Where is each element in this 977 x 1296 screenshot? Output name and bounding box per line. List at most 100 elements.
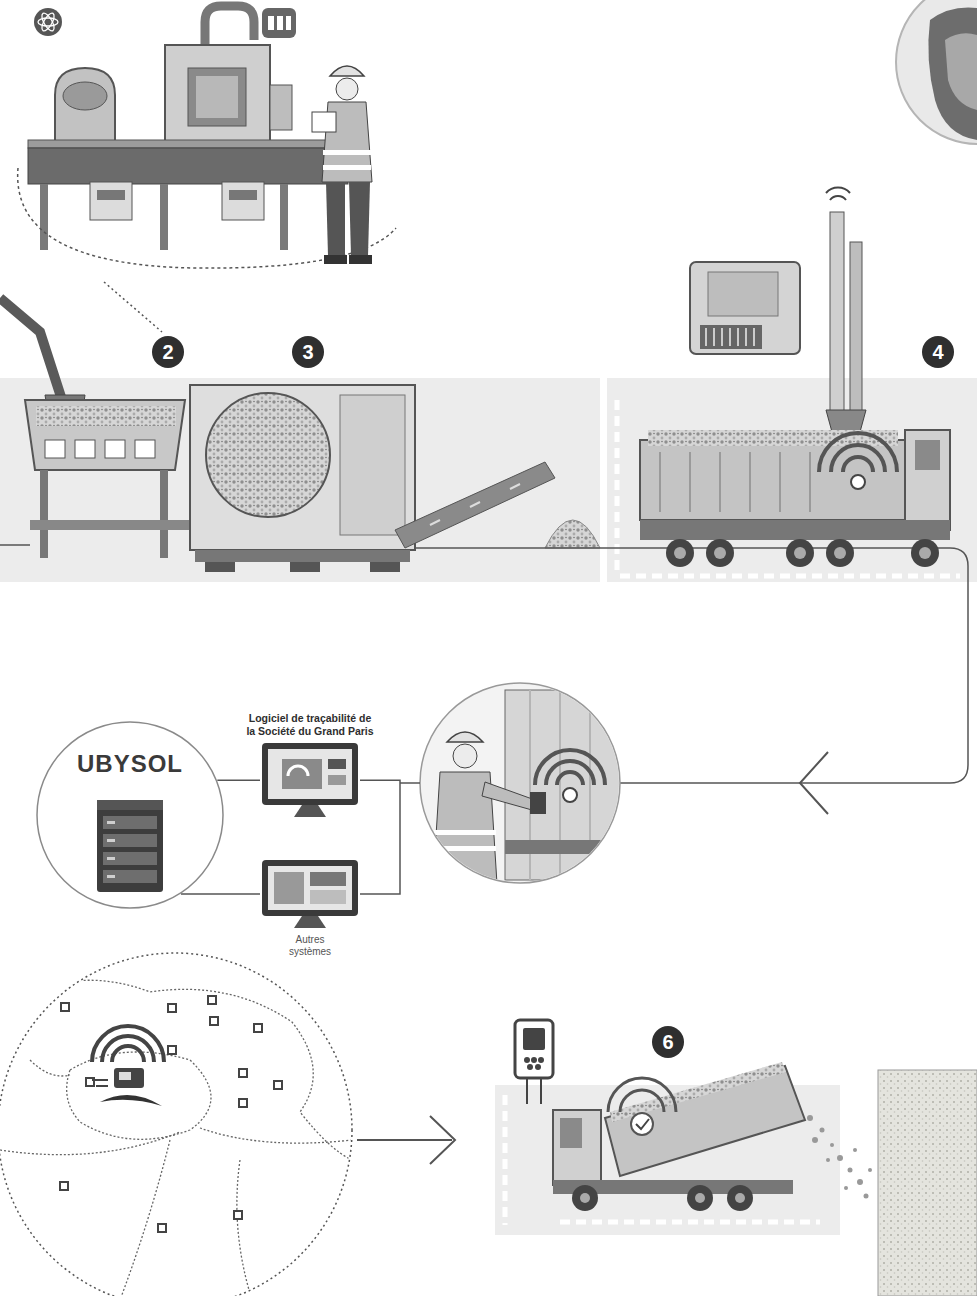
- dump-truck: [640, 440, 905, 520]
- tipping-truck: [580, 1193, 590, 1203]
- worker-figure: [323, 150, 371, 155]
- region-map: [60, 996, 282, 1232]
- lab-inset: [90, 182, 132, 220]
- loading-band: [607, 378, 977, 582]
- crushing-band: [30, 520, 190, 530]
- circle-outline: [35, 720, 225, 910]
- badge-scan-circle: [563, 788, 577, 802]
- lab-inset: [40, 11, 57, 32]
- lab-inset: [268, 16, 274, 30]
- region-map: [208, 996, 216, 1004]
- dump-truck: [826, 539, 854, 567]
- tipping-truck: [687, 1185, 713, 1211]
- tipping-truck: [605, 1066, 805, 1176]
- tipping-truck: [807, 1115, 872, 1199]
- lab-inset: [104, 282, 162, 332]
- tipping-truck: [727, 1185, 753, 1211]
- region-map: [114, 1068, 144, 1088]
- excavator: [830, 212, 844, 412]
- region-map: [168, 1046, 176, 1054]
- server-circle: UBYSOL: [35, 720, 225, 910]
- lab-inset: [55, 68, 115, 150]
- region-map: [67, 1052, 211, 1139]
- monitor-symbol: [260, 741, 360, 819]
- lab-inset: [286, 16, 291, 30]
- tipping-truck: [868, 1168, 872, 1172]
- dump-truck: [640, 430, 950, 567]
- region-map: [30, 1060, 70, 1076]
- badge-scan-circle: [505, 840, 635, 854]
- monitor-screen: [268, 866, 352, 910]
- excavator: [706, 328, 754, 346]
- region-map: [239, 1069, 247, 1077]
- tipping-truck: [608, 1078, 676, 1112]
- monitor-screen: [268, 749, 352, 799]
- dump-truck: [915, 440, 940, 470]
- region-map: [15, 980, 352, 1160]
- lab-inset: [222, 182, 264, 220]
- dump-truck: [674, 547, 686, 559]
- region-map: [0, 953, 352, 1296]
- connector-line: [217, 779, 260, 781]
- region-map: [237, 1160, 252, 1296]
- monitor-symbol: [260, 858, 360, 930]
- portrait-fragment: [945, 33, 977, 110]
- crushing-band: [36, 406, 176, 426]
- unloading-band: [503, 1095, 508, 1225]
- callout-number: 4: [922, 336, 954, 368]
- crushing-band: [0, 544, 30, 546]
- lab-inset: [18, 168, 396, 268]
- region-map: [61, 1003, 69, 1011]
- callout-number: 6: [652, 1026, 684, 1058]
- tipping-truck: [837, 1155, 843, 1161]
- screen-graphic: [288, 766, 308, 776]
- screen-graphic: [328, 759, 346, 769]
- crushing-band: [40, 470, 48, 558]
- monitor-stand: [294, 916, 326, 928]
- dump-truck: [706, 539, 734, 567]
- server-light: [107, 857, 115, 860]
- crushing-band: [395, 462, 555, 548]
- badge-scan-circle: [530, 792, 546, 814]
- server-drawer: [103, 816, 157, 829]
- badge-scan-circle: [453, 744, 477, 768]
- region-map: [254, 1024, 262, 1032]
- systems-monitor: Autres systèmes: [260, 858, 360, 958]
- tipping-truck: [826, 1158, 830, 1162]
- crushing-band: [190, 385, 415, 550]
- server-drawer: [103, 834, 157, 847]
- server-drawer: [103, 852, 157, 865]
- badge-scan-circle: [505, 690, 635, 880]
- unloading-band: [527, 1064, 533, 1070]
- tipping-truck: [553, 1062, 977, 1296]
- crushing-band: [135, 440, 155, 458]
- monitor-heading: Logiciel de traçabilité de la Société du…: [218, 712, 402, 737]
- lab-inset: [28, 140, 348, 148]
- dump-truck: [714, 547, 726, 559]
- region-map: [0, 953, 352, 1296]
- lab-inset: [63, 82, 107, 110]
- callout-number: 3: [292, 336, 324, 368]
- screen-graphic: [274, 872, 304, 904]
- excavator: [826, 188, 850, 200]
- tipping-truck: [695, 1193, 705, 1203]
- portrait-fragment: [896, 0, 977, 144]
- lab-inset: [97, 190, 125, 200]
- lab-inset: [34, 8, 62, 36]
- unloading-band: [538, 1057, 544, 1063]
- crushing-band: [0, 298, 600, 582]
- region-map: [92, 1080, 108, 1086]
- worker-figure: [324, 255, 347, 264]
- lab-inset: [160, 184, 168, 250]
- crushing-band: [290, 562, 320, 572]
- region-map: [168, 1004, 176, 1012]
- tipping-truck: [553, 1110, 601, 1185]
- region-map: [100, 1095, 162, 1106]
- server-drawer: [103, 870, 157, 883]
- badge-scan-circle: [535, 750, 605, 785]
- region-map: [92, 1026, 164, 1062]
- tipping-truck: [844, 1186, 848, 1190]
- unloading-band: [527, 1078, 541, 1104]
- crushing-band: [195, 550, 410, 562]
